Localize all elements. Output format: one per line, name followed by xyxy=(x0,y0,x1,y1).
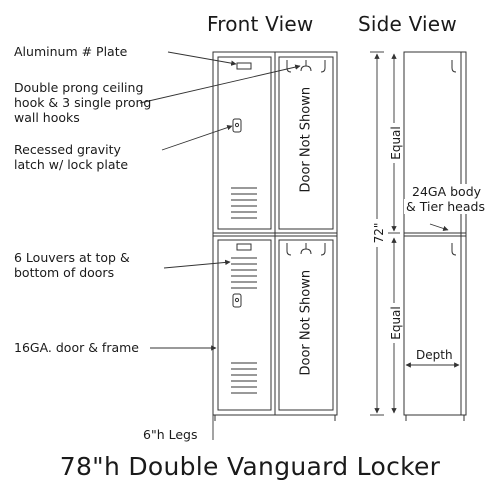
lower-door-bottom-louvers xyxy=(231,362,257,394)
upper-hooks xyxy=(286,60,326,73)
left-upper-door xyxy=(217,56,272,230)
dim-72-label: 72" xyxy=(372,219,386,247)
callout-louvers-line2: bottom of doors xyxy=(14,265,115,280)
dim-depth-label: Depth xyxy=(414,348,455,362)
upper-door-top-louvers xyxy=(231,187,257,219)
side-view-drawing xyxy=(403,51,467,421)
callout-hooks-line2: hook & 3 single prong xyxy=(14,95,152,110)
front-view-drawing xyxy=(212,51,338,421)
door-not-shown-lower: Door Not Shown xyxy=(298,269,314,376)
callout-body-line2: & Tier heads xyxy=(404,199,487,214)
door-not-shown-upper: Door Not Shown xyxy=(298,86,314,193)
left-lower-door xyxy=(217,239,272,411)
lower-lock-hole xyxy=(234,297,240,303)
callout-hooks-line3: wall hooks xyxy=(14,110,80,125)
lower-hooks xyxy=(286,243,326,256)
leader-latch xyxy=(161,125,233,151)
callout-latch-line2: latch w/ lock plate xyxy=(14,157,129,172)
diagram-title: 78"h Double Vanguard Locker xyxy=(59,452,441,481)
leader-louvers xyxy=(163,259,231,269)
lower-number-plate xyxy=(236,243,252,251)
lower-door-top-louvers xyxy=(231,257,257,289)
leader-body-gauge xyxy=(429,223,449,232)
callout-legs: 6"h Legs xyxy=(143,427,198,442)
callout-louvers-line1: 6 Louvers at top & xyxy=(14,250,130,265)
right-upper-interior xyxy=(278,56,334,230)
upper-number-plate xyxy=(236,62,252,70)
upper-latch xyxy=(232,118,242,133)
upper-lock-hole xyxy=(234,122,240,128)
side-lower-hook xyxy=(451,243,457,256)
callout-aluminum-plate: Aluminum # Plate xyxy=(14,44,128,59)
callout-body-line1: 24GA body xyxy=(410,184,484,199)
leader-lines xyxy=(139,51,449,351)
front-view-heading: Front View xyxy=(207,12,314,36)
callout-door-frame: 16GA. door & frame xyxy=(14,340,139,355)
callout-latch-line1: Recessed gravity xyxy=(14,142,121,157)
dim-equal-lower-label: Equal xyxy=(389,303,403,343)
side-view-heading: Side View xyxy=(358,12,457,36)
right-lower-interior xyxy=(278,239,334,411)
leader-hooks xyxy=(139,64,301,104)
side-upper-hook xyxy=(451,60,457,73)
dimension-lines xyxy=(212,51,460,440)
callout-hooks-line1: Double prong ceiling xyxy=(14,80,144,95)
lower-latch xyxy=(232,293,242,308)
leader-aluminum-plate xyxy=(167,51,237,66)
dim-equal-upper-label: Equal xyxy=(389,123,403,163)
